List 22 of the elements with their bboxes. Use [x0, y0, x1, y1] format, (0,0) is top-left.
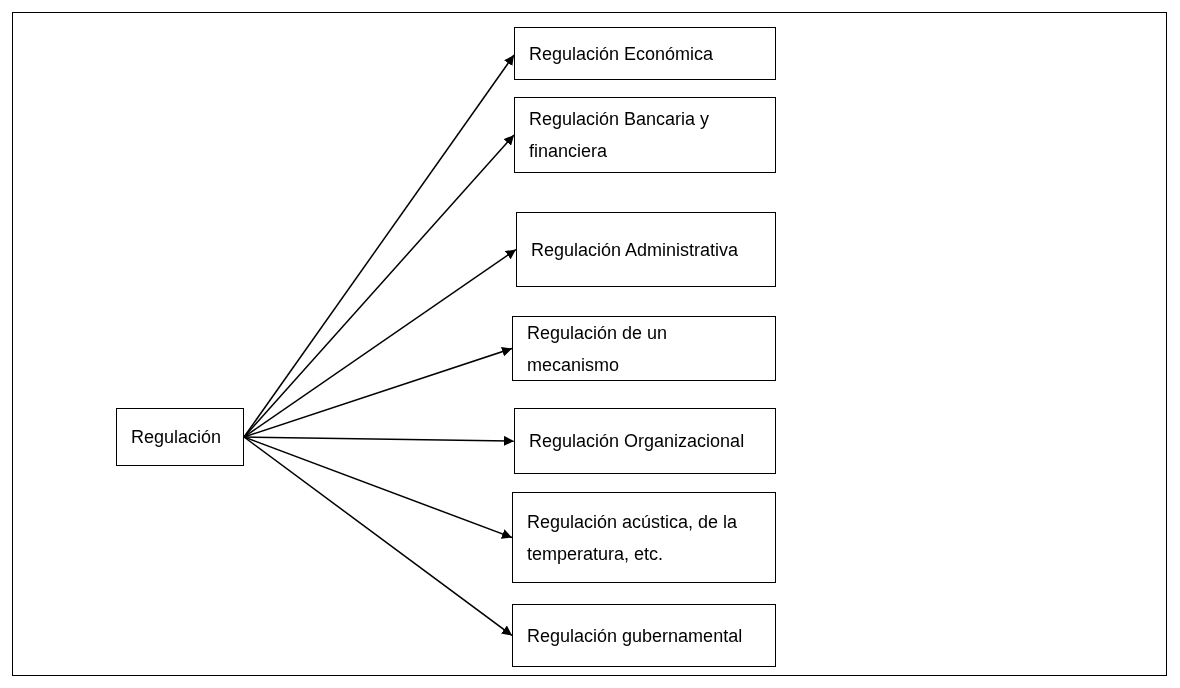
category-box [512, 316, 776, 381]
category-box [516, 212, 776, 287]
category-box [514, 27, 776, 80]
box-label: Regulación Administrativa [531, 238, 739, 262]
box-label: Regulación de un mecanismo [527, 321, 669, 377]
arrow [243, 436, 513, 539]
category-box [512, 492, 776, 583]
arrow [243, 134, 515, 438]
category-box [514, 97, 776, 173]
box-label: Regulación [131, 426, 222, 449]
arrow [243, 248, 517, 438]
box-label: Regulación acústica, de la temperatura, etc. [527, 510, 739, 566]
box-label: Regulación gubernamental [527, 624, 743, 648]
category-box [514, 408, 776, 474]
box-label: Regulación Organizacional [529, 430, 745, 453]
arrow [243, 346, 513, 438]
box-label: Regulación Económica [529, 42, 714, 66]
arrow [243, 436, 513, 637]
category-box [512, 604, 776, 667]
root-box [116, 408, 244, 466]
box-label: Regulación Bancaria y financiera [529, 108, 711, 163]
arrow [243, 435, 515, 446]
